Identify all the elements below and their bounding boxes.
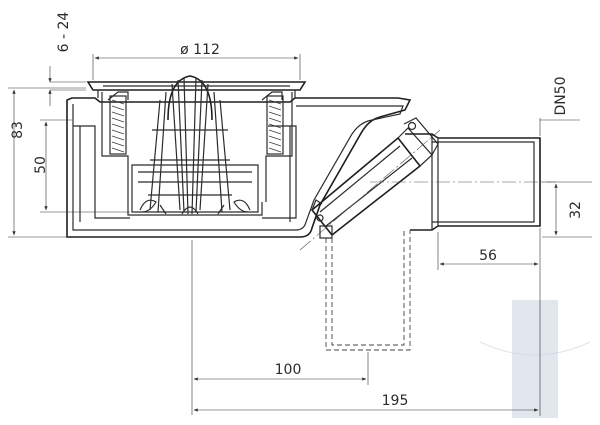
drain-body (66, 75, 412, 238)
watermark (479, 300, 591, 418)
dimension-diameter: ø 112 (92, 42, 301, 80)
total-length-label: 195 (382, 393, 409, 409)
pipe-size-label: DN50 (553, 76, 569, 115)
outlet-height-label: 32 (568, 201, 584, 219)
dimension-vertical-offset: 100 (191, 240, 369, 415)
diameter-label: ø 112 (180, 42, 220, 58)
dimension-pipe-stub: 56 (437, 228, 541, 270)
dimension-total-length: 195 (193, 270, 541, 416)
angled-outlet (299, 117, 441, 251)
height-adjust-label: 6 - 24 (56, 12, 72, 53)
pipe-stub-label: 56 (479, 248, 497, 264)
total-height-label: 83 (10, 121, 26, 139)
water-seal-label: 50 (33, 156, 49, 174)
outlet-pipe (370, 133, 556, 231)
dimension-water-seal: 50 (33, 119, 130, 213)
dimension-height-adjust: 6 - 24 (48, 12, 86, 106)
vertical-offset-label: 100 (275, 362, 302, 378)
vertical-outlet-hidden (319, 225, 411, 351)
dimension-total-height: 83 (8, 87, 86, 238)
dimension-pipe-size: DN50 (539, 76, 580, 136)
dimension-outlet-height: 32 (542, 181, 592, 238)
